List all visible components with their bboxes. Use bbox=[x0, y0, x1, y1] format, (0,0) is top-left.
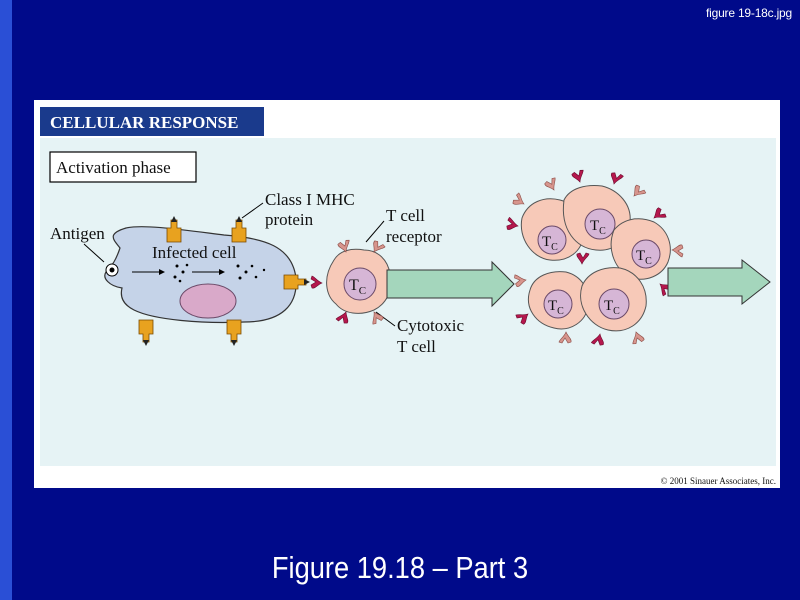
t-cell-label: TC bbox=[349, 277, 366, 297]
tcr-label-line2: receptor bbox=[386, 227, 442, 246]
progression-arrow-1 bbox=[386, 260, 515, 308]
cell-nucleus bbox=[179, 283, 237, 319]
phase-label: Activation phase bbox=[56, 158, 171, 177]
clone-nucleus-1 bbox=[537, 225, 567, 255]
antigen-fragments-1 bbox=[173, 263, 189, 283]
clone-nucleus-5 bbox=[598, 288, 630, 320]
infected-cell bbox=[104, 226, 297, 324]
header-title: CELLULAR RESPONSE bbox=[50, 113, 238, 132]
cytotoxic-label-line2: T cell bbox=[397, 337, 436, 356]
phase-label-box bbox=[49, 151, 197, 183]
file-label: figure 19-18c.jpg bbox=[706, 6, 792, 20]
tcr-label-line1: T cell bbox=[386, 206, 425, 225]
clone-label-2: TC bbox=[590, 218, 606, 237]
clone-nucleus-2 bbox=[584, 208, 616, 240]
left-accent-strip bbox=[0, 0, 12, 600]
slide-caption: Figure 19.18 – Part 3 bbox=[271, 550, 529, 585]
antigen-leader-line bbox=[83, 243, 105, 263]
cytotoxic-label-line1: Cytotoxic bbox=[397, 316, 465, 335]
figure-panel: CELLULAR RESPONSE Activation phase Antig… bbox=[34, 100, 780, 488]
class-mhc-label-line2: protein bbox=[265, 210, 314, 229]
progression-arrow-2 bbox=[667, 258, 771, 306]
clone-label-4: TC bbox=[548, 298, 564, 317]
clone-label-3: TC bbox=[636, 248, 652, 267]
antigen-fragments-2 bbox=[236, 264, 266, 280]
mhc-leader-line bbox=[241, 202, 264, 219]
header-banner bbox=[40, 107, 264, 136]
clone-nucleus-3 bbox=[631, 239, 661, 269]
t-cell-clone-cluster: TC TC TC TC TC bbox=[505, 168, 684, 347]
t-cell-nucleus bbox=[343, 267, 377, 301]
clone-nucleus-4 bbox=[543, 289, 573, 319]
clone-label-1: TC bbox=[542, 234, 558, 253]
cytotoxic-leader-line bbox=[375, 311, 396, 327]
antigen-label: Antigen bbox=[50, 224, 105, 243]
tcr-leader-line bbox=[365, 220, 385, 243]
clone-label-5: TC bbox=[604, 298, 620, 317]
copyright-notice: © 2001 Sinauer Associates, Inc. bbox=[661, 476, 776, 486]
antigen-core bbox=[109, 267, 115, 273]
cellular-response-diagram: CELLULAR RESPONSE Activation phase Antig… bbox=[40, 107, 776, 486]
infected-cell-label: Infected cell bbox=[152, 243, 237, 262]
class-mhc-label-line1: Class I MHC bbox=[265, 190, 355, 209]
